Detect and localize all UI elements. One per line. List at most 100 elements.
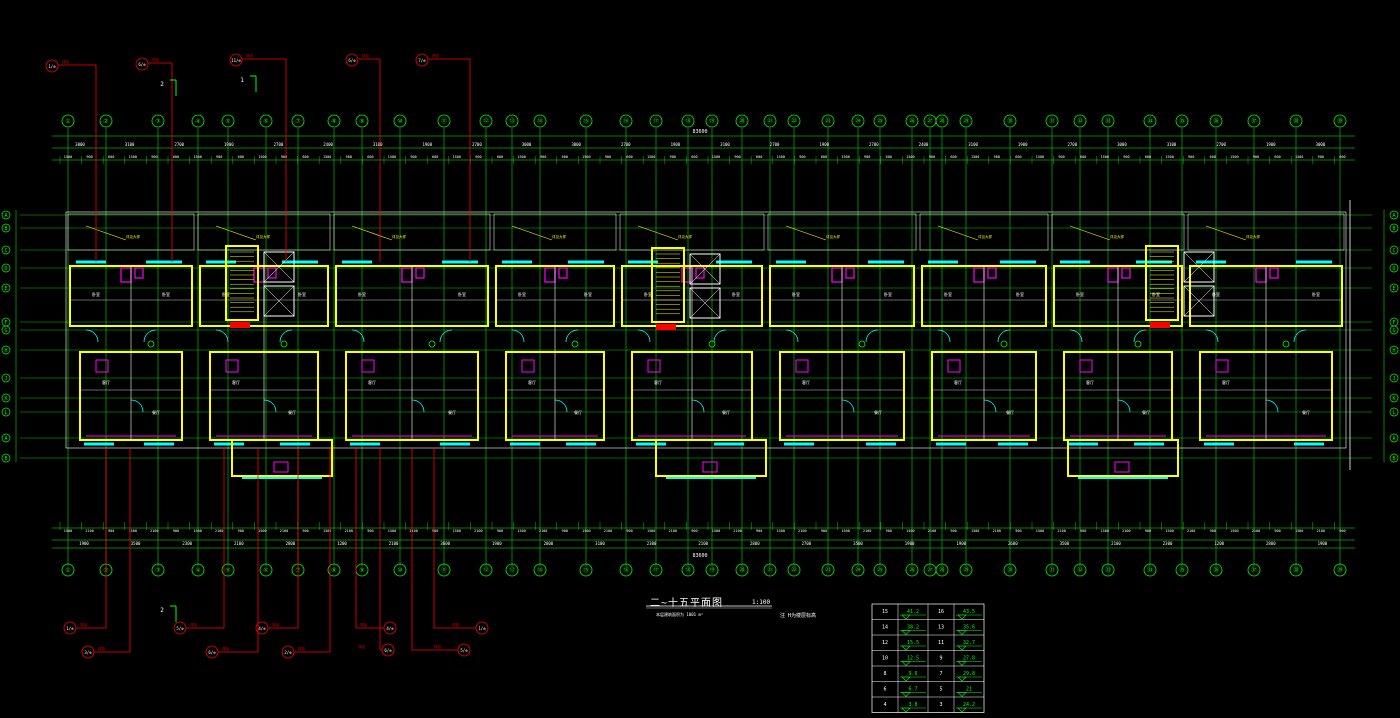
room-marker bbox=[708, 340, 716, 348]
door-swing bbox=[1117, 399, 1131, 413]
level-height: 12.5 bbox=[907, 656, 919, 662]
fixture-basin bbox=[1079, 359, 1093, 373]
axis-bubble-top bbox=[1073, 114, 1087, 128]
dim-sub-bottom: 2100 bbox=[1317, 529, 1325, 533]
room-label: 餐厅 bbox=[874, 409, 882, 415]
dim-value-bottom: 3500 bbox=[1060, 541, 1070, 546]
axis-bubble-top bbox=[1175, 114, 1189, 128]
door-swing bbox=[511, 329, 525, 343]
elevator-x bbox=[689, 287, 721, 319]
bay-fixture bbox=[702, 461, 718, 473]
callout-tag-bottom: 详见 bbox=[190, 622, 197, 627]
room-label: 客厅 bbox=[1222, 379, 1230, 385]
axis-label-right: L bbox=[1392, 410, 1395, 416]
dim-sub-bottom: 1500 bbox=[517, 529, 525, 533]
axis-bubble-top bbox=[99, 114, 113, 128]
axis-label-top: ⑳ bbox=[739, 117, 745, 125]
axis-bubble-left bbox=[1, 407, 11, 417]
dim-sub-top: 1500 bbox=[1036, 155, 1044, 159]
leader-line bbox=[85, 225, 127, 241]
balcony-outline bbox=[493, 213, 617, 251]
callout-label-bottom: 4/⊕ bbox=[258, 626, 266, 631]
callout-label-top: 6/⊕ bbox=[348, 58, 356, 63]
callout-bubble-top bbox=[45, 59, 59, 73]
elevator-x bbox=[263, 251, 295, 283]
dim-sub-bottom: 2100 bbox=[1252, 529, 1260, 533]
axis-bubble-bottom bbox=[221, 563, 235, 577]
axis-bubble-left bbox=[1, 453, 11, 463]
dim-sub-top: 900 bbox=[475, 155, 481, 159]
axis-bubble-right bbox=[1389, 373, 1399, 383]
level-floor: 14 bbox=[882, 625, 888, 631]
dim-sub-bottom: 2100 bbox=[150, 529, 158, 533]
dim-sub-top: 1500 bbox=[712, 155, 720, 159]
room-label: 卧室 bbox=[1212, 291, 1220, 297]
axis-label-top: ㉛ bbox=[1049, 117, 1055, 125]
callout-tag-top: 详见 bbox=[246, 53, 253, 58]
axis-label-top: ⑨ bbox=[359, 118, 364, 125]
axis-label-top: ⑬ bbox=[509, 117, 515, 125]
axis-label-right: D bbox=[1392, 266, 1395, 272]
stair-core bbox=[651, 247, 685, 323]
dim-sub-top: 600 bbox=[497, 155, 503, 159]
axis-label-top: ㉜ bbox=[1077, 117, 1083, 125]
axis-label-right: A bbox=[1392, 213, 1395, 219]
axis-label-top: ① bbox=[65, 118, 70, 125]
dim-sub-bottom: 900 bbox=[173, 529, 179, 533]
plan-area-note: 本层建筑面积为 1001 m² bbox=[656, 612, 704, 617]
axis-label-left: L bbox=[4, 410, 7, 416]
axis-label-bottom: ㉞ bbox=[1147, 566, 1153, 574]
dim-sub-bottom: 1500 bbox=[453, 529, 461, 533]
axis-bubble-top bbox=[959, 114, 973, 128]
dim-value-top: 3100 bbox=[1167, 142, 1177, 147]
axis-bubble-top bbox=[787, 114, 801, 128]
axis-bubble-left bbox=[1, 245, 11, 255]
dim-sub-top: 600 bbox=[562, 155, 568, 159]
room-label: 客厅 bbox=[654, 379, 662, 385]
axis-label-bottom: ㉙ bbox=[963, 566, 969, 574]
door-swing bbox=[85, 329, 99, 343]
axis-label-bottom: ㉜ bbox=[1077, 566, 1083, 574]
dim-sub-bottom: 1500 bbox=[777, 529, 785, 533]
fixture-sink bbox=[267, 267, 277, 279]
dim-sub-top: 1500 bbox=[1295, 155, 1303, 159]
elevator-shaft bbox=[263, 251, 295, 283]
fixture-toilet bbox=[1107, 267, 1119, 283]
dim-sub-top: 600 bbox=[302, 155, 308, 159]
axis-label-top: ㉝ bbox=[1105, 117, 1111, 125]
dim-value-top: 1900 bbox=[671, 142, 681, 147]
axis-bubble-top bbox=[873, 114, 887, 128]
dim-sub-bottom: 900 bbox=[626, 529, 632, 533]
dim-sub-top: 900 bbox=[799, 155, 805, 159]
callout-tag-bottom: 详见 bbox=[272, 622, 280, 627]
axis-label-bottom: ㊲ bbox=[1251, 566, 1257, 574]
dim-value-bottom: 2700 bbox=[802, 541, 812, 546]
axis-label-bottom: ㊴ bbox=[1337, 566, 1343, 574]
callout-bubble-top bbox=[229, 53, 243, 67]
dim-sub-bottom: 900 bbox=[1015, 529, 1021, 533]
axis-bubble-bottom bbox=[787, 563, 801, 577]
balcony-outline bbox=[619, 213, 765, 251]
dim-sub-top: 1500 bbox=[582, 155, 590, 159]
elevator-x bbox=[1183, 251, 1215, 283]
room-label: 餐厅 bbox=[288, 409, 296, 415]
stair-core bbox=[1145, 245, 1179, 321]
dim-sub-bottom: 2100 bbox=[280, 529, 288, 533]
dim-sub-top: 1500 bbox=[1165, 155, 1173, 159]
dim-total-bottom: 83600 bbox=[692, 553, 707, 559]
dim-sub-top: 900 bbox=[929, 155, 935, 159]
dim-value-bottom: 2300 bbox=[182, 541, 192, 546]
level-height: 9.6 bbox=[908, 671, 917, 677]
room-label: 餐厅 bbox=[152, 409, 160, 415]
dim-sub-bottom: 1500 bbox=[1101, 529, 1109, 533]
dim-value-bottom: 1900 bbox=[79, 541, 89, 546]
axis-label-top: ㉔ bbox=[855, 117, 861, 125]
dim-sub-bottom: 2100 bbox=[1122, 529, 1130, 533]
room-label: 卧室 bbox=[732, 291, 740, 297]
axis-bubble-right bbox=[1389, 210, 1399, 220]
axis-bubble-left bbox=[1, 263, 11, 273]
axis-label-top: ㉙ bbox=[963, 117, 969, 125]
